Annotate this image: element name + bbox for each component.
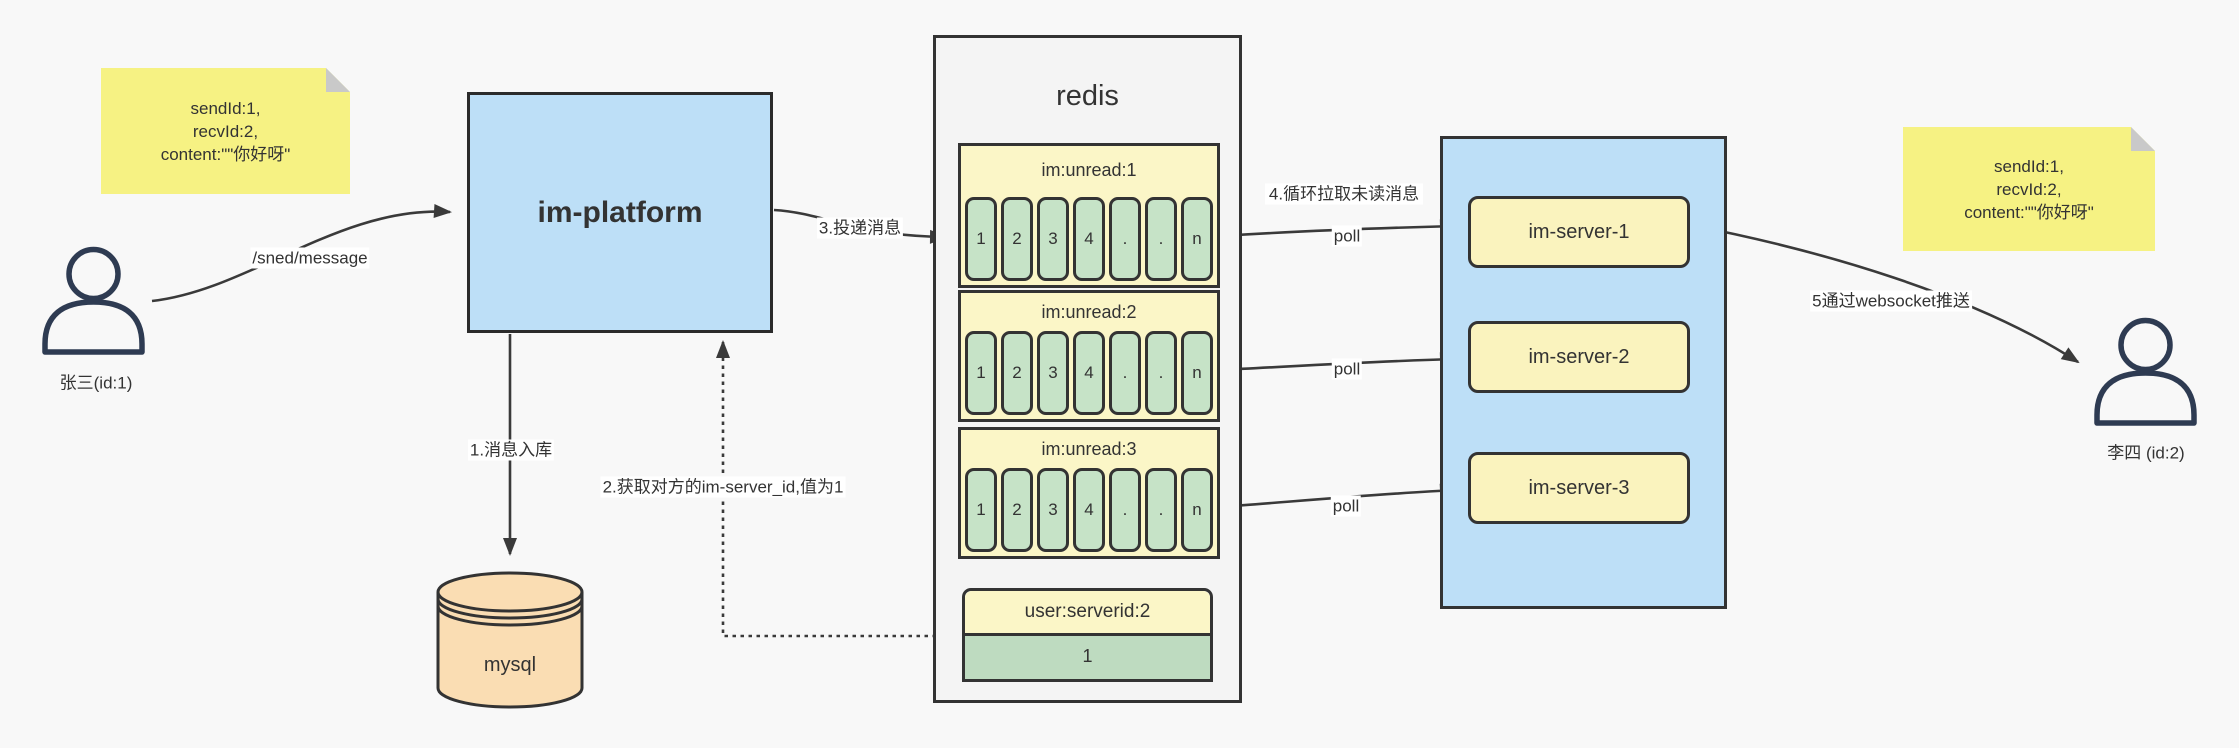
queue-cell: 3 (1037, 197, 1069, 281)
im-server-1-label: im-server-1 (1528, 220, 1630, 243)
edge-label-poll-1: poll (1331, 225, 1363, 247)
note-line: recvId:2, (1996, 179, 2062, 199)
edge-websocket-push (1689, 223, 2080, 364)
redis-title: redis (1056, 80, 1119, 112)
im-platform-label: im-platform (537, 195, 703, 229)
queue-cell: 1 (965, 197, 997, 281)
queue-cell: n (1181, 331, 1213, 415)
note-line: content:""你好呀" (160, 144, 291, 164)
queue-name: im:unread:1 (1041, 160, 1137, 180)
queue-cell: . (1145, 197, 1177, 281)
queue-cell: . (1109, 197, 1141, 281)
queue-cells: 1 2 3 4 . . n (965, 197, 1213, 281)
person-sender-icon (42, 246, 145, 355)
queue-cell: n (1181, 468, 1213, 552)
im-server-3-box: im-server-3 (1468, 452, 1690, 524)
sticky-note-push: sendId:1, recvId:2, content:""你好呀" (1903, 127, 2155, 251)
note-line: recvId:2, (192, 121, 259, 141)
note-line: sendId:1, (190, 98, 261, 118)
mysql-database-icon: mysql (436, 571, 584, 709)
queue-cell: 3 (1037, 331, 1069, 415)
queue-cells: 1 2 3 4 . . n (965, 468, 1213, 552)
edge-label-step3: 3.投递消息 (816, 217, 904, 239)
edge-label-poll-2: poll (1331, 358, 1363, 380)
mysql-label: mysql (484, 654, 536, 676)
queue-im-unread-3: im:unread:3 1 2 3 4 . . n (958, 427, 1220, 559)
edge-label-step1: 1.消息入库 (467, 439, 555, 461)
edge-label-send-api: /sned/message (250, 247, 370, 269)
sender-label: 张三(id:1) (59, 373, 133, 393)
queue-cell: . (1145, 331, 1177, 415)
edge-label-step4: 4.循环拉取未读消息 (1265, 183, 1423, 205)
queue-cell: 3 (1037, 468, 1069, 552)
im-server-3-label: im-server-3 (1528, 476, 1630, 499)
im-server-1-box: im-server-1 (1468, 196, 1690, 268)
queue-cell: n (1181, 197, 1213, 281)
queue-cell: 4 (1073, 468, 1105, 552)
queue-cells: 1 2 3 4 . . n (965, 331, 1213, 415)
queue-im-unread-2: im:unread:2 1 2 3 4 . . n (958, 290, 1220, 422)
im-server-2-box: im-server-2 (1468, 321, 1690, 393)
user-serverid-key: user:serverid:2 (965, 591, 1210, 636)
queue-cell: . (1109, 468, 1141, 552)
person-receiver-icon (2094, 317, 2197, 426)
queue-cell: 4 (1073, 197, 1105, 281)
queue-cell: 2 (1001, 331, 1033, 415)
queue-cell: 2 (1001, 468, 1033, 552)
im-platform-box: im-platform (467, 92, 773, 333)
im-server-2-label: im-server-2 (1528, 345, 1630, 368)
edge-label-step5: 5通过websocket推送 (1810, 290, 1972, 312)
sticky-note-request: sendId:1, recvId:2, content:""你好呀" (101, 68, 350, 194)
receiver-label: 李四 (id:2) (2107, 443, 2185, 463)
queue-cell: 2 (1001, 197, 1033, 281)
note-line: content:""你好呀" (1964, 202, 2094, 222)
queue-cell: 4 (1073, 331, 1105, 415)
edge-label-step2: 2.获取对方的im-server_id,值为1 (600, 476, 846, 498)
queue-im-unread-1: im:unread:1 1 2 3 4 . . n (958, 143, 1220, 288)
edge-label-poll-3: poll (1330, 495, 1362, 517)
queue-name: im:unread:2 (1041, 302, 1137, 322)
queue-cell: . (1109, 331, 1141, 415)
queue-cell: . (1145, 468, 1177, 552)
user-serverid-value: 1 (965, 636, 1210, 679)
queue-name: im:unread:3 (1041, 439, 1137, 459)
edge-get-serverid (716, 340, 960, 638)
queue-cell: 1 (965, 331, 997, 415)
queue-cell: 1 (965, 468, 997, 552)
note-line: sendId:1, (1994, 156, 2064, 176)
user-serverid-box: user:serverid:2 1 (962, 588, 1213, 682)
